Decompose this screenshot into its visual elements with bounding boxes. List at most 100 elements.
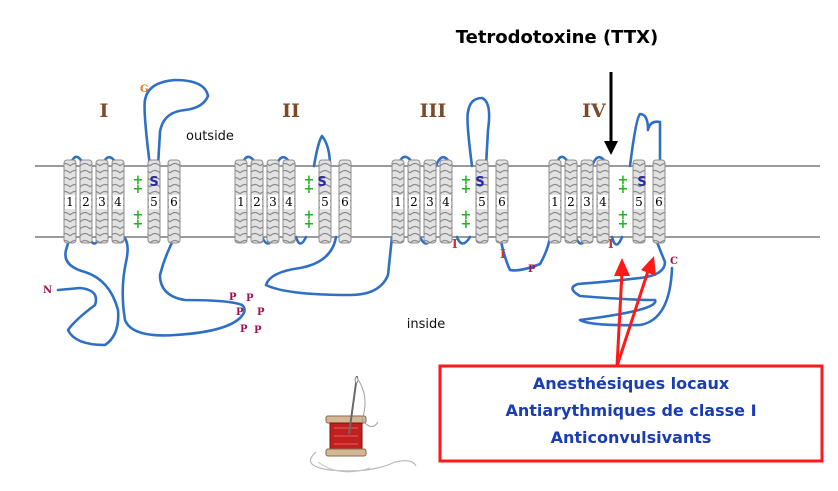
helix-number-label: 3 [583, 195, 591, 209]
charge-plus-d4-4: + [618, 217, 629, 232]
helix-number-bg [97, 195, 107, 209]
helix-number-label: 2 [410, 195, 418, 209]
charge-plus-d2-2: + [304, 182, 315, 197]
phospho-label-3: P [236, 307, 244, 318]
helix-number-label: 6 [170, 195, 178, 209]
helix-number-label: 1 [237, 195, 245, 209]
charge-plus-d3-1: + [461, 173, 472, 188]
drug-class-2: Antiarythmiques de classe I [505, 401, 756, 420]
drug-arrow-1-head [614, 258, 630, 276]
helix-number-bg [268, 195, 278, 209]
phospho-label-7: P [528, 264, 536, 275]
drug-box [438, 364, 824, 463]
helix-number-bg [252, 195, 262, 209]
helix-number-label: 3 [98, 195, 106, 209]
charge-plus-d4-1: + [618, 173, 629, 188]
drug-arrow-2-head [641, 256, 656, 276]
helix-number-bg [598, 195, 608, 209]
serine-label-3: S [475, 175, 484, 190]
helix-number-bg [497, 195, 507, 209]
charge-plus-d4-2: + [618, 182, 629, 197]
phospho-label-5: P [240, 324, 248, 335]
helix-number-label: 4 [285, 195, 293, 209]
inside-label: inside [407, 317, 446, 332]
helix-number-label: 5 [478, 195, 486, 209]
helix-number-bg [65, 195, 75, 209]
domain-label-1: I [100, 100, 109, 122]
charge-plus-d1-2: + [133, 182, 144, 197]
helix-number-bg [236, 195, 246, 209]
domain-label-3: III [420, 100, 447, 122]
helix-number-bg [634, 195, 644, 209]
glycosylation-label: G [140, 84, 149, 95]
helix-number-label: 5 [150, 195, 158, 209]
helix-number-label: 6 [655, 195, 663, 209]
helix-number-label: 6 [341, 195, 349, 209]
domain-label-2: II [282, 100, 300, 122]
drug-class-3: Anticonvulsivants [551, 428, 712, 447]
helix-number-label: 6 [498, 195, 506, 209]
charge-plus-d1-4: + [133, 217, 144, 232]
helix-number-bg [409, 195, 419, 209]
domain-label-4: IV [582, 100, 607, 122]
charge-plus-d3-4: + [461, 217, 472, 232]
helix-number-bg [654, 195, 664, 209]
helix-number-bg [393, 195, 403, 209]
toxin-arrow-head [604, 141, 618, 155]
helix-number-bg [149, 195, 159, 209]
helix-number-label: 5 [321, 195, 329, 209]
channel-chain [56, 78, 674, 347]
serine-label-2: S [317, 175, 326, 190]
helix-number-label: 2 [567, 195, 575, 209]
helix-number-label: 4 [442, 195, 450, 209]
helix-number-label: 5 [635, 195, 643, 209]
drug-class-1: Anesthésiques locaux [533, 374, 730, 393]
ifm-label-2: I [500, 247, 506, 261]
drug-arrow-1 [615, 271, 624, 367]
helix-number-bg [320, 195, 330, 209]
helix-number-label: 2 [82, 195, 90, 209]
helix-number-bg [340, 195, 350, 209]
charge-plus-d2-4: + [304, 217, 315, 232]
helix-number-label: 2 [253, 195, 261, 209]
helix-number-bg [284, 195, 294, 209]
charge-plus-d1-1: + [133, 173, 144, 188]
serine-label-1: S [149, 175, 158, 190]
charge-plus-d2-1: + [304, 173, 315, 188]
helix-number-bg [477, 195, 487, 209]
ifm-label-3: I [608, 237, 614, 251]
phospho-label-2: P [246, 293, 254, 304]
drug-arrows [614, 256, 656, 367]
helix-number-bg [582, 195, 592, 209]
charge-plus-d4-3: + [618, 208, 629, 223]
helix-number-label: 1 [394, 195, 402, 209]
serine-label-4: S [637, 175, 646, 190]
charge-plus-d3-3: + [461, 208, 472, 223]
drug-arrow-2 [615, 267, 651, 367]
c-terminus-label: C [670, 256, 678, 267]
helix-number-label: 4 [599, 195, 607, 209]
helix-number-label: 4 [114, 195, 122, 209]
helix-number-bg [81, 195, 91, 209]
charge-plus-d2-3: + [304, 208, 315, 223]
helix-number-bg [113, 195, 123, 209]
helix-number-label: 1 [551, 195, 559, 209]
n-terminus-label: N [43, 285, 52, 296]
helix-number-bg [425, 195, 435, 209]
charge-plus-d1-3: + [133, 208, 144, 223]
phospho-label-1: P [229, 292, 237, 303]
helix-number-bg [441, 195, 451, 209]
thread-spool-icon [309, 375, 417, 473]
helix-number-label: 3 [269, 195, 277, 209]
helix-number-bg [169, 195, 179, 209]
ifm-label-1: I [452, 237, 458, 251]
helix-number-label: 1 [66, 195, 74, 209]
charge-plus-d3-2: + [461, 182, 472, 197]
helix-number-label: 3 [426, 195, 434, 209]
helix-number-bg [550, 195, 560, 209]
phospho-label-4: P [257, 307, 265, 318]
phospho-label-6: P [254, 325, 262, 336]
